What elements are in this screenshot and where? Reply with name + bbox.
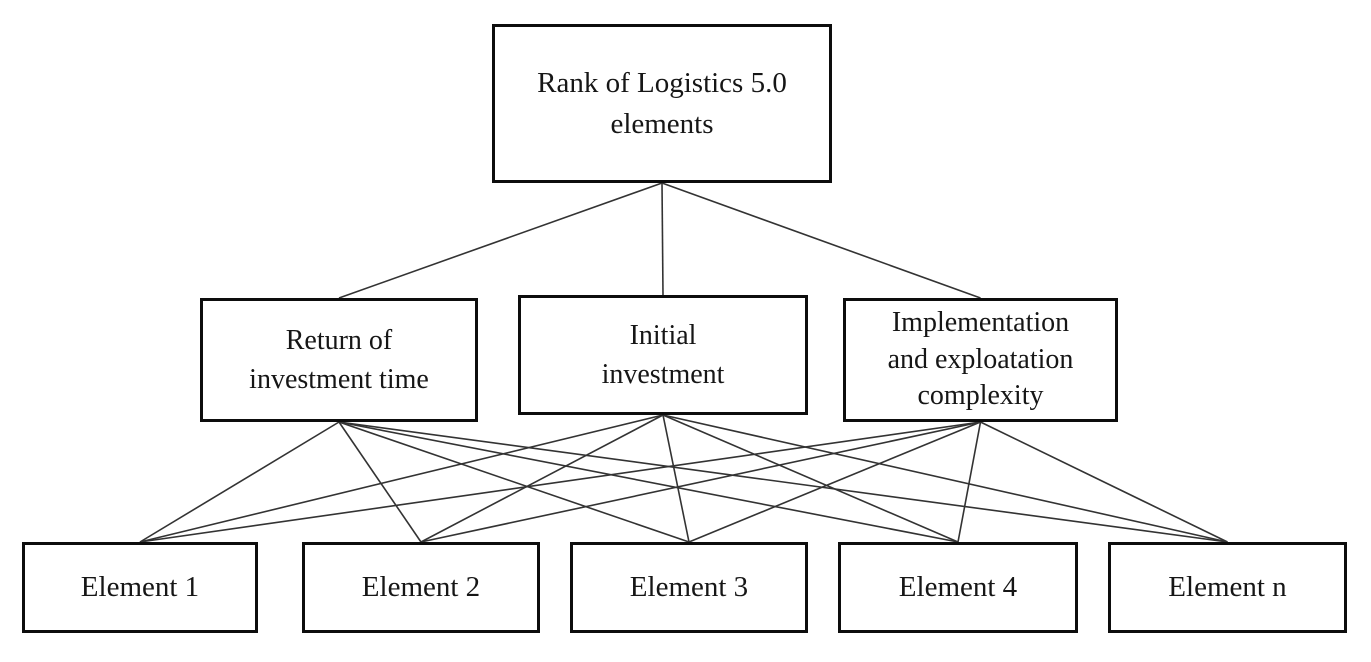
criterion-box-initial-investment: Initial investment [518,295,808,415]
element-box-1: Element 1 [22,542,258,633]
element-box-n: Element n [1108,542,1347,633]
criterion-box-return-of-investment-time: Return of investment time [200,298,478,422]
element-box-3: Element 3 [570,542,808,633]
element-box-4: Element 4 [838,542,1078,633]
element-box-2: Element 2 [302,542,540,633]
goal-box: Rank of Logistics 5.0 elements [492,24,832,183]
criterion-box-implementation-complexity: Implementation and exploatation complexi… [843,298,1118,422]
